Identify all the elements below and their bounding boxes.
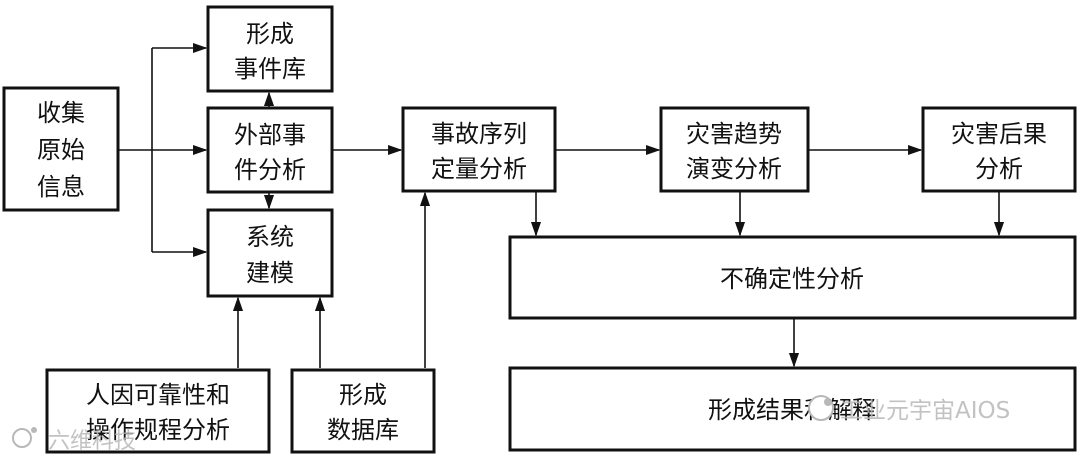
watermark-left-text: 六维科技: [48, 429, 136, 454]
node-collect-info-line-1: 收集: [37, 99, 85, 127]
node-system-modeling: 系统 建模: [206, 208, 334, 298]
node-database-line-1: 形成: [339, 381, 387, 409]
node-disaster-consequence: 灾害后果 分析: [921, 106, 1077, 193]
node-external-event-analysis-line-2: 件分析: [234, 156, 306, 184]
node-disaster-consequence-line-1: 灾害后果: [951, 120, 1047, 148]
node-result-interpretation: 形成结果和解释: [508, 366, 1077, 452]
node-human-reliability-line-1: 人因可靠性和: [86, 381, 230, 409]
edges: [118, 42, 1005, 368]
node-disaster-trend-line-2: 演变分析: [686, 155, 782, 183]
node-event-library-line-1: 形成: [246, 20, 294, 48]
node-disaster-consequence-line-2: 分析: [975, 155, 1023, 183]
node-uncertainty-analysis-label: 不确定性分析: [720, 265, 864, 293]
node-disaster-trend-line-1: 灾害趋势: [686, 120, 782, 148]
node-external-event-analysis-line-1: 外部事: [234, 121, 306, 149]
watermark-right-text: 工业元宇宙AIOS: [840, 398, 1010, 424]
node-result-interpretation-label: 形成结果和解释: [708, 396, 876, 424]
node-external-event-analysis: 外部事 件分析: [206, 106, 334, 194]
node-database-line-2: 数据库: [327, 416, 399, 444]
node-event-library-line-2: 事件库: [234, 55, 306, 83]
watermark-right: 工业元宇宙AIOS: [808, 395, 1010, 424]
node-database: 形成 数据库: [290, 368, 436, 454]
watermark-left-logo-icon: [12, 428, 32, 448]
node-event-library: 形成 事件库: [206, 5, 334, 93]
watermark-right-logo-dot-icon: [824, 398, 832, 406]
nodes: 收集 原始 信息 形成 事件库 外部事 件分析 系统 建模 人因可靠性和 操作规…: [2, 5, 1077, 454]
node-system-modeling-line-1: 系统: [246, 223, 294, 251]
node-collect-info: 收集 原始 信息: [2, 86, 120, 212]
node-accident-sequence: 事故序列 定量分析: [401, 106, 557, 193]
node-accident-sequence-line-1: 事故序列: [431, 120, 527, 148]
node-collect-info-line-2: 原始: [37, 136, 85, 164]
node-human-reliability: 人因可靠性和 操作规程分析: [45, 368, 271, 454]
node-uncertainty-analysis: 不确定性分析: [508, 235, 1077, 320]
node-disaster-trend: 灾害趋势 演变分析: [659, 106, 810, 193]
watermark-left: 六维科技: [12, 427, 136, 454]
node-human-reliability-line-2: 操作规程分析: [86, 416, 230, 444]
node-system-modeling-line-2: 建模: [246, 259, 294, 287]
watermark-left-logo-dot-icon: [31, 427, 37, 433]
node-accident-sequence-line-2: 定量分析: [431, 155, 527, 183]
node-collect-info-line-3: 信息: [37, 173, 85, 201]
